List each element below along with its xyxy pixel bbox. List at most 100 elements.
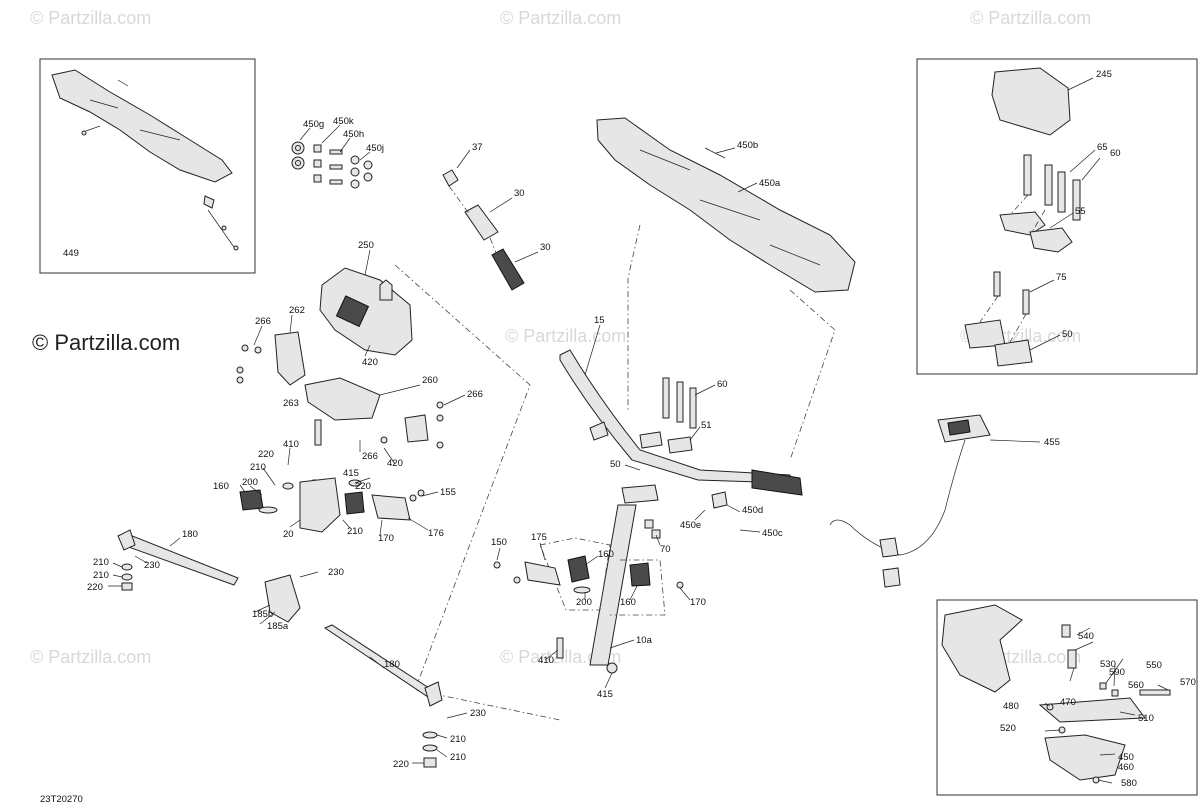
switch-harness: 455 bbox=[829, 414, 1060, 588]
bracket-176 bbox=[371, 494, 411, 521]
grip-cap bbox=[442, 169, 459, 187]
callout-60: 60 bbox=[1110, 148, 1121, 159]
tie-rod-upper bbox=[121, 534, 239, 586]
callout-180: 180 bbox=[182, 529, 198, 540]
callout-450g: 450g bbox=[303, 119, 324, 130]
inset-riser: 245 65 60 55 75 50 bbox=[916, 58, 1198, 375]
callout-50: 50 bbox=[1062, 329, 1073, 340]
riser-lower-2 bbox=[994, 339, 1033, 367]
callout-410: 410 bbox=[538, 655, 554, 666]
callout-460: 460 bbox=[1118, 762, 1134, 773]
riser-bolts bbox=[1023, 154, 1081, 221]
inset-handguard-left: 449 bbox=[39, 58, 256, 274]
callout-210: 210 bbox=[450, 734, 466, 745]
callout-262: 262 bbox=[289, 305, 305, 316]
power-steering-unit: 250 262 266 260 263 266 266 420 420 bbox=[213, 240, 483, 544]
clamp-base bbox=[621, 484, 659, 504]
callout-449: 449 bbox=[63, 248, 79, 259]
tie-rod-lower bbox=[323, 624, 433, 698]
handlebar-assembly: 15 60 51 50 450e 450d 450c 70 150 175 16… bbox=[491, 315, 803, 700]
callout-480: 480 bbox=[1003, 701, 1019, 712]
callout-50: 50 bbox=[610, 459, 621, 470]
callout-210: 210 bbox=[93, 570, 109, 581]
handguard-bracket bbox=[203, 195, 215, 209]
grip-rubber bbox=[491, 248, 525, 291]
callout-470: 470 bbox=[1060, 697, 1076, 708]
assembly-outline bbox=[394, 264, 561, 721]
callout-160: 160 bbox=[213, 481, 229, 492]
callout-20: 20 bbox=[283, 529, 294, 540]
callout-266: 266 bbox=[255, 316, 271, 327]
riser-lower-1 bbox=[964, 319, 1006, 349]
callout-455: 455 bbox=[1044, 437, 1060, 448]
callout-550: 550 bbox=[1146, 660, 1162, 671]
hardware-kit: 450g 450k 450h 450j bbox=[291, 116, 384, 189]
callout-150: 150 bbox=[491, 537, 507, 548]
bracket-260b bbox=[404, 414, 429, 443]
diagram-id: 23T20270 bbox=[40, 794, 83, 805]
callout-245: 245 bbox=[1096, 69, 1112, 80]
callout-450h: 450h bbox=[343, 129, 364, 140]
callout-590: 590 bbox=[1109, 667, 1125, 678]
callout-60: 60 bbox=[717, 379, 728, 390]
callout-415: 415 bbox=[597, 689, 613, 700]
watermark: © Partzilla.com bbox=[30, 647, 151, 667]
watermark: © Partzilla.com bbox=[30, 8, 151, 28]
callout-55: 55 bbox=[1075, 206, 1086, 217]
callout-176: 176 bbox=[428, 528, 444, 539]
callout-155: 155 bbox=[440, 487, 456, 498]
guard-bracket-510 bbox=[1038, 697, 1146, 723]
steering-column bbox=[589, 504, 637, 666]
guard-pad bbox=[1044, 734, 1126, 781]
callout-220: 220 bbox=[355, 481, 371, 492]
callout-185a: 185a bbox=[267, 621, 289, 632]
riser-clamp-upper-2 bbox=[1029, 227, 1073, 253]
callout-410: 410 bbox=[283, 439, 299, 450]
callout-415: 415 bbox=[343, 468, 359, 479]
callout-230: 230 bbox=[470, 708, 486, 719]
callout-70: 70 bbox=[660, 544, 671, 555]
grip-sleeve bbox=[464, 204, 499, 241]
callout-450: 450 bbox=[1118, 752, 1134, 763]
watermark: © Partzilla.com bbox=[500, 8, 621, 28]
pitman-arm bbox=[264, 574, 301, 623]
callout-210: 210 bbox=[93, 557, 109, 568]
callout-560: 560 bbox=[1128, 680, 1144, 691]
guard-shell bbox=[941, 604, 1023, 693]
bracket-175 bbox=[524, 561, 561, 586]
callout-75: 75 bbox=[1056, 272, 1067, 283]
handguard-shell-large bbox=[596, 117, 856, 293]
callout-510: 510 bbox=[1138, 713, 1154, 724]
callout-200: 200 bbox=[242, 477, 258, 488]
callout-450c: 450c bbox=[762, 528, 783, 539]
callout-420: 420 bbox=[362, 357, 378, 368]
callout-30: 30 bbox=[514, 188, 525, 199]
callout-263: 263 bbox=[283, 398, 299, 409]
callout-266: 266 bbox=[362, 451, 378, 462]
callout-210: 210 bbox=[250, 462, 266, 473]
callout-175: 175 bbox=[531, 532, 547, 543]
callout-230: 230 bbox=[144, 560, 160, 571]
callout-220: 220 bbox=[87, 582, 103, 593]
callout-450d: 450d bbox=[742, 505, 763, 516]
callout-450e: 450e bbox=[680, 520, 701, 531]
callout-160: 160 bbox=[620, 597, 636, 608]
callout-180: 180 bbox=[384, 659, 400, 670]
callout-250: 250 bbox=[358, 240, 374, 251]
callout-266: 266 bbox=[467, 389, 483, 400]
callout-520: 520 bbox=[1000, 723, 1016, 734]
callout-15: 15 bbox=[594, 315, 605, 326]
callout-260: 260 bbox=[422, 375, 438, 386]
callout-170: 170 bbox=[378, 533, 394, 544]
callout-530: 530 bbox=[1100, 659, 1116, 670]
callout-580: 580 bbox=[1121, 778, 1137, 789]
callout-220: 220 bbox=[258, 449, 274, 460]
callout-37: 37 bbox=[472, 142, 483, 153]
callout-450j: 450j bbox=[366, 143, 384, 154]
handguard-shell bbox=[51, 69, 233, 183]
bracket-263 bbox=[304, 377, 381, 421]
callout-450k: 450k bbox=[333, 116, 354, 127]
callout-450a: 450a bbox=[759, 178, 781, 189]
callout-540: 540 bbox=[1078, 631, 1094, 642]
